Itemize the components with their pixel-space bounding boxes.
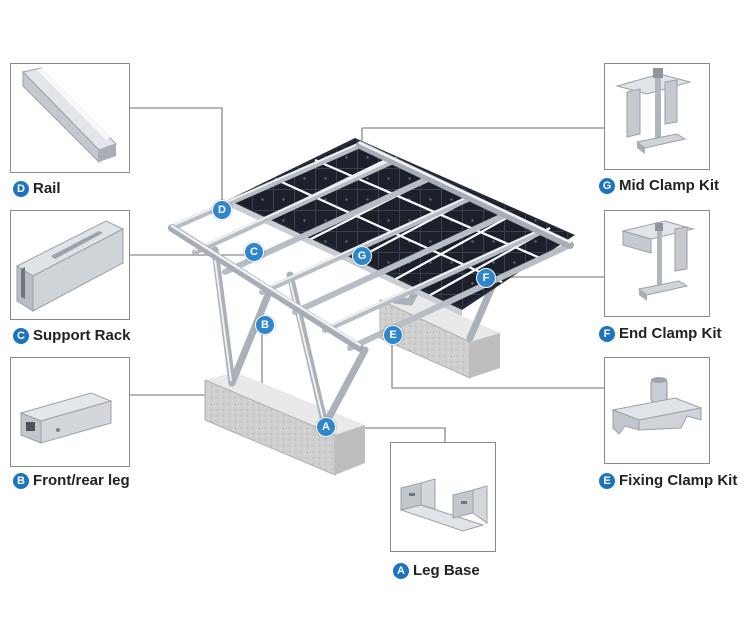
solar-panel-array (228, 138, 575, 316)
label-mid-clamp-kit: Mid Clamp Kit (619, 177, 719, 194)
square-tube-icon (19, 392, 113, 444)
mid-clamp-image (604, 63, 710, 170)
mid-clamp-icon (615, 68, 692, 154)
end-clamp-icon (621, 220, 695, 301)
marker-c: C (244, 242, 264, 262)
badge-g: G (599, 177, 615, 194)
caption-end-clamp-kit: F End Clamp Kit (599, 325, 722, 342)
label-fixing-clamp-kit: Fixing Clamp Kit (619, 472, 738, 489)
fixing-clamp-image (604, 357, 710, 464)
caption-support-rack: C Support Rack (13, 327, 131, 344)
fixing-clamp-icon (611, 377, 703, 435)
caption-mid-clamp-kit: G Mid Clamp Kit (599, 177, 719, 194)
rail-profile-icon (22, 67, 117, 164)
label-leg-base: Leg Base (413, 562, 480, 579)
badge-e: E (599, 472, 615, 489)
badge-d: D (13, 180, 29, 197)
leg-base-image (390, 442, 496, 552)
label-front-rear-leg: Front/rear leg (33, 472, 130, 489)
support-rack-icon (15, 220, 125, 312)
marker-g: G (352, 246, 372, 266)
support-rack-beams (168, 141, 574, 352)
badge-a: A (393, 562, 409, 579)
badge-f: F (599, 325, 615, 342)
marker-e: E (383, 325, 403, 345)
front-rear-leg-image (10, 357, 130, 467)
caption-front-rear-leg: B Front/rear leg (13, 472, 130, 489)
marker-a: A (316, 417, 336, 437)
badge-c: C (13, 327, 29, 344)
marker-b: B (255, 315, 275, 335)
support-rack-image (10, 210, 130, 320)
rails (169, 142, 573, 351)
rail-image (10, 63, 130, 173)
leg-base-bracket-icon (399, 478, 488, 532)
caption-fixing-clamp-kit: E Fixing Clamp Kit (599, 472, 737, 489)
label-support-rack: Support Rack (33, 327, 131, 344)
caption-leg-base: A Leg Base (393, 562, 480, 579)
caption-rail: D Rail (13, 180, 61, 197)
label-end-clamp-kit: End Clamp Kit (619, 325, 722, 342)
end-clamp-image (604, 210, 710, 317)
marker-d: D (212, 200, 232, 220)
marker-f: F (476, 268, 496, 288)
label-rail: Rail (33, 180, 61, 197)
badge-b: B (13, 472, 29, 489)
